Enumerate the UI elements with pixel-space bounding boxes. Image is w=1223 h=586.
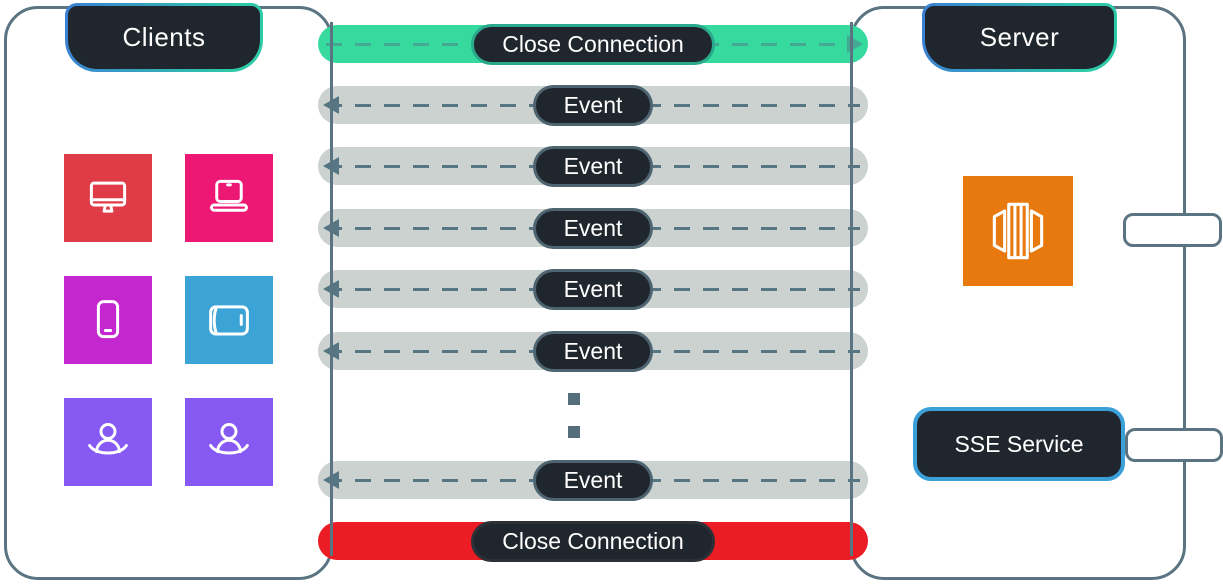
server-stack-icon bbox=[963, 176, 1073, 286]
clients-panel-title-label: Clients bbox=[68, 6, 260, 69]
user-icon bbox=[80, 414, 136, 470]
server-panel-title: Server bbox=[922, 3, 1117, 72]
message-label-pill: Event bbox=[532, 145, 654, 187]
clients-panel bbox=[4, 6, 333, 580]
message-row: Event bbox=[318, 459, 868, 501]
client-device-tile bbox=[185, 398, 273, 486]
tablet-icon bbox=[201, 292, 257, 348]
smartphone-icon bbox=[80, 292, 136, 348]
user-icon bbox=[201, 414, 257, 470]
laptop-icon bbox=[201, 170, 257, 226]
clients-panel-border-line bbox=[330, 22, 333, 556]
message-row: Close Connection bbox=[318, 23, 868, 65]
server-panel-title-label: Server bbox=[925, 6, 1114, 69]
client-device-grid bbox=[64, 154, 273, 486]
message-label-pill: Close Connection bbox=[471, 23, 715, 65]
message-row: Event bbox=[318, 268, 868, 310]
message-label-pill: Event bbox=[532, 268, 654, 310]
server-panel bbox=[850, 6, 1186, 580]
message-row: Event bbox=[318, 145, 868, 187]
continuation-dot bbox=[568, 426, 580, 438]
message-row: Event bbox=[318, 207, 868, 249]
desktop-icon bbox=[80, 170, 136, 226]
message-label-pill: Event bbox=[532, 84, 654, 126]
client-device-tile bbox=[185, 154, 273, 242]
message-row: Event bbox=[318, 330, 868, 372]
message-row: Close Connection bbox=[318, 520, 868, 562]
sse-service-pill: SSE Service bbox=[913, 407, 1125, 481]
message-label-pill: Event bbox=[532, 207, 654, 249]
sse-service-connector-tab bbox=[1125, 428, 1223, 462]
message-label-pill: Close Connection bbox=[471, 520, 715, 562]
message-label-pill: Event bbox=[532, 459, 654, 501]
server-connector-tab bbox=[1123, 213, 1222, 247]
continuation-dot bbox=[568, 393, 580, 405]
message-label-pill: Event bbox=[532, 330, 654, 372]
client-device-tile bbox=[64, 398, 152, 486]
message-row: Event bbox=[318, 84, 868, 126]
client-device-tile bbox=[185, 276, 273, 364]
client-device-tile bbox=[64, 154, 152, 242]
server-panel-border-line bbox=[850, 22, 853, 556]
clients-panel-title: Clients bbox=[65, 3, 263, 72]
client-device-tile bbox=[64, 276, 152, 364]
